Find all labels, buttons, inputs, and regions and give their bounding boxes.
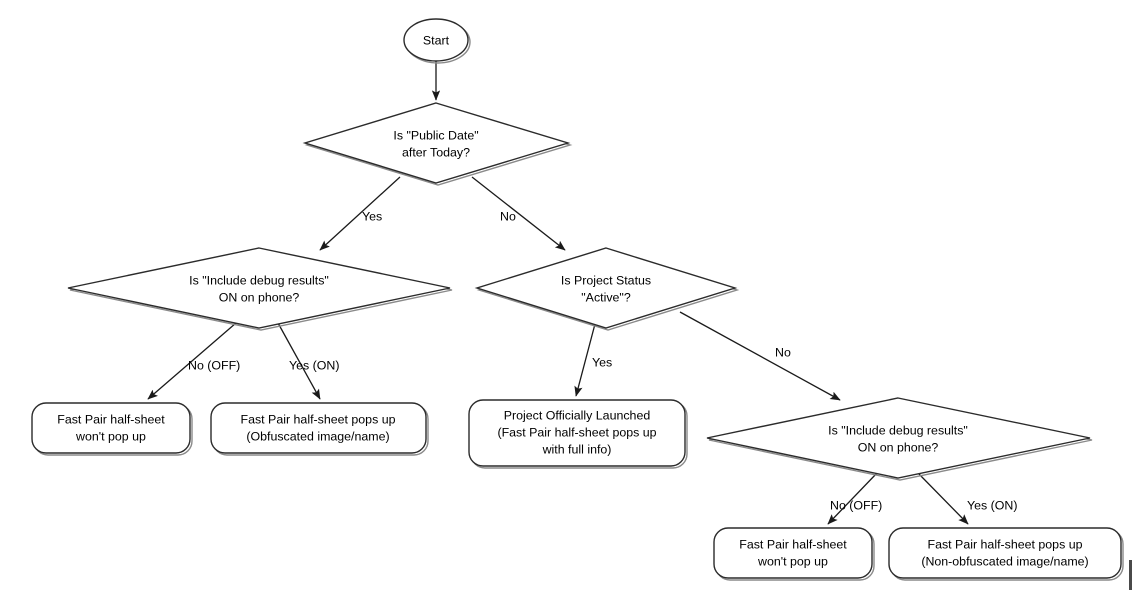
edge-debug-right-no <box>827 472 878 525</box>
edge-group <box>147 61 969 525</box>
launched-result-line2: (Fast Pair half-sheet pops up <box>497 425 656 439</box>
left-no-result-line2: won't pop up <box>75 429 146 443</box>
project-status-diamond[interactable] <box>474 247 738 329</box>
public-date-diamond[interactable] <box>302 102 571 184</box>
edge-label-debug-left-no: No (OFF) <box>188 358 240 372</box>
left-no-result-line1: Fast Pair half-sheet <box>57 412 165 426</box>
edge-label-group: Yes No No (OFF) Yes (ON) Yes No No (OFF)… <box>188 209 1018 512</box>
node-right-yes-result[interactable]: Fast Pair half-sheet pops up (Non-obfusc… <box>888 527 1124 581</box>
left-yes-result-box[interactable] <box>210 402 427 454</box>
edge-public-date-no <box>471 176 566 251</box>
node-project-status-decision[interactable]: Is Project Status "Active"? <box>474 247 740 331</box>
edge-label-public-date-yes: Yes <box>362 209 382 223</box>
edge-label-project-status-no: No <box>775 345 791 359</box>
project-status-line2: "Active"? <box>581 290 631 304</box>
public-date-line1: Is "Public Date" <box>393 128 478 142</box>
start-label: Start <box>423 33 450 47</box>
debug-right-line1: Is "Include debug results" <box>828 423 968 437</box>
node-start[interactable]: Start <box>403 18 471 64</box>
right-no-result-box[interactable] <box>713 527 873 579</box>
node-launched-result[interactable]: Project Officially Launched (Fast Pair h… <box>468 399 688 469</box>
edge-label-public-date-no: No <box>500 209 516 223</box>
node-right-no-result[interactable]: Fast Pair half-sheet won't pop up <box>713 527 875 581</box>
left-yes-result-line2: (Obfuscated image/name) <box>246 429 389 443</box>
right-no-result-line2: won't pop up <box>757 554 828 568</box>
launched-result-line3: with full info) <box>542 442 612 456</box>
page-edge-artifact <box>1129 560 1132 590</box>
public-date-line2: after Today? <box>402 145 470 159</box>
debug-left-line2: ON on phone? <box>219 290 300 304</box>
left-yes-result-line1: Fast Pair half-sheet pops up <box>241 412 396 426</box>
start-ellipse[interactable] <box>403 18 469 62</box>
launched-result-box[interactable] <box>468 399 686 467</box>
debug-left-line1: Is "Include debug results" <box>189 273 329 287</box>
debug-right-diamond[interactable] <box>706 397 1091 479</box>
edge-debug-left-no <box>147 322 237 400</box>
right-yes-result-box[interactable] <box>888 527 1122 579</box>
debug-right-line2: ON on phone? <box>858 440 939 454</box>
node-left-no-result[interactable]: Fast Pair half-sheet won't pop up <box>31 402 193 456</box>
project-status-line1: Is Project Status <box>561 273 651 287</box>
edge-debug-right-yes <box>917 472 969 525</box>
edge-debug-left-yes <box>277 322 321 400</box>
edge-label-debug-left-yes: Yes (ON) <box>289 358 340 372</box>
node-public-date-decision[interactable]: Is "Public Date" after Today? <box>302 102 573 186</box>
launched-result-line1: Project Officially Launched <box>504 408 651 422</box>
edge-label-debug-right-yes: Yes (ON) <box>967 498 1018 512</box>
edge-project-status-yes <box>574 323 596 397</box>
right-yes-result-line2: (Non-obfuscated image/name) <box>921 554 1088 568</box>
node-debug-left-decision[interactable]: Is "Include debug results" ON on phone? <box>67 247 453 331</box>
edge-label-debug-right-no: No (OFF) <box>830 498 882 512</box>
node-left-yes-result[interactable]: Fast Pair half-sheet pops up (Obfuscated… <box>210 402 429 456</box>
node-debug-right-decision[interactable]: Is "Include debug results" ON on phone? <box>706 397 1093 481</box>
edge-public-date-yes <box>319 176 401 251</box>
left-no-result-box[interactable] <box>31 402 191 454</box>
edge-label-project-status-yes: Yes <box>592 355 612 369</box>
right-yes-result-line1: Fast Pair half-sheet pops up <box>928 537 1083 551</box>
edge-project-status-no <box>679 311 841 401</box>
debug-left-diamond[interactable] <box>67 247 451 329</box>
right-no-result-line1: Fast Pair half-sheet <box>739 537 847 551</box>
